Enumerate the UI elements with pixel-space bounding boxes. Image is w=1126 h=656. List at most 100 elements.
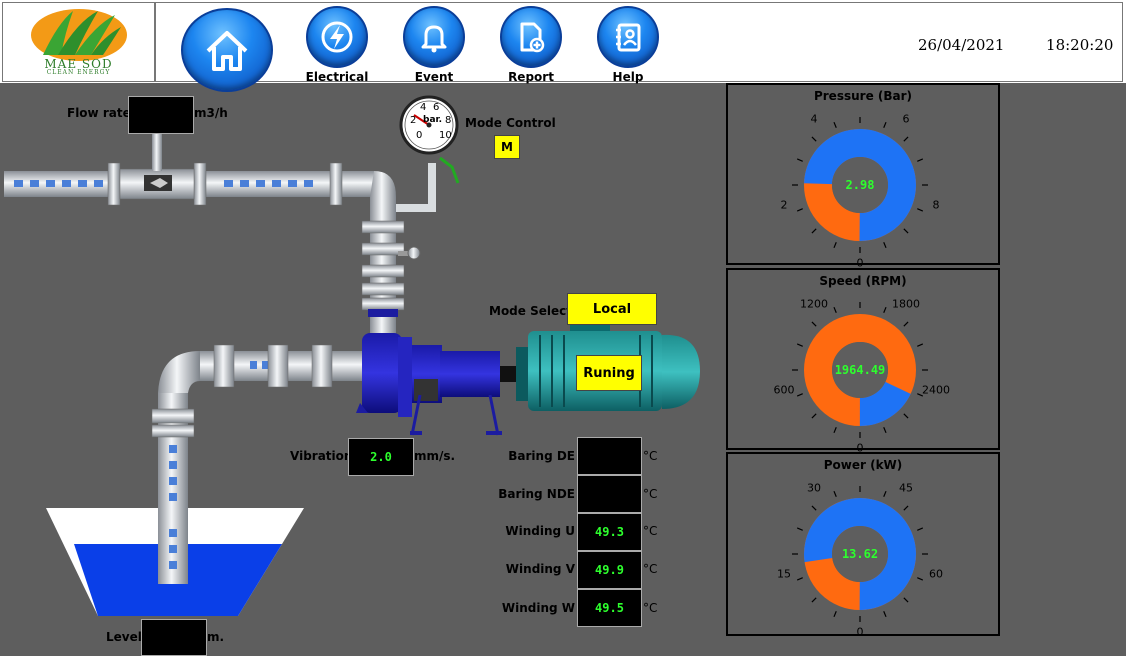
temp-unit-baring-de: °C: [643, 449, 658, 463]
home-button[interactable]: [181, 8, 273, 92]
gauge-tick-mark: [917, 208, 924, 212]
gauge-tick-mark: [833, 242, 837, 249]
mode-control-label: Mode Control: [465, 116, 556, 130]
motor-status-badge: Runing: [576, 355, 642, 391]
temp-unit-winding-v: °C: [643, 562, 658, 576]
gauge-tick-mark: [917, 343, 924, 347]
gauge-tick-mark: [917, 393, 924, 397]
flow-rate-value: [128, 96, 194, 134]
vibration-label: Vibration: [290, 449, 353, 463]
bell-icon: [403, 6, 465, 68]
gauge-tick-mark: [796, 393, 803, 397]
help-book-icon: [597, 6, 659, 68]
gauge-tick-label: 4: [810, 112, 818, 126]
gauge-tick-mark: [917, 527, 924, 531]
time-text: 18:20:20: [1046, 36, 1114, 54]
temp-label-winding-u: Winding U: [505, 524, 575, 538]
water-tank: [46, 508, 304, 616]
report-button[interactable]: Report: [499, 6, 563, 84]
gauge-tick-mark: [833, 306, 837, 313]
temp-value-winding-u: 49.3: [577, 513, 642, 551]
gauge-title: Power (kW): [823, 458, 903, 472]
gauge-tick-mark: [811, 597, 817, 603]
gauge-tick-mark: [796, 527, 803, 531]
header-bar: MAE SOD CLEAN ENERGY Electrical Eve: [0, 0, 1126, 92]
gauge-tick-label: 600: [773, 383, 795, 397]
event-button[interactable]: Event: [402, 6, 466, 84]
electrical-button[interactable]: Electrical: [305, 6, 369, 84]
gauge-tick-label: 6: [902, 112, 910, 126]
gauge-tick-mark: [811, 136, 817, 142]
pressure-gauge-dial: [399, 95, 460, 184]
gauge-tick-label: 2: [780, 198, 788, 212]
gauge-tick-mark: [903, 505, 909, 511]
gauge-tick-label: 60: [929, 567, 943, 581]
mode-select-button[interactable]: Local: [567, 293, 657, 325]
gauge-tick-label: 15: [777, 567, 791, 581]
gauge-tick-mark: [883, 242, 887, 249]
gauge-tick-label: 0: [856, 625, 864, 639]
nav-label-report: Report: [508, 70, 554, 84]
gauge-tick-mark: [903, 136, 909, 142]
pump-body: [356, 309, 522, 436]
gauge-tick-mark: [883, 490, 887, 497]
temp-unit-winding-u: °C: [643, 524, 658, 538]
gauge-tick-mark: [903, 228, 909, 234]
gauge-tick-mark: [833, 427, 837, 434]
temp-label-winding-w: Winding W: [501, 601, 575, 615]
vibration-unit: mm/s.: [414, 449, 456, 463]
gauge-center: [832, 157, 888, 213]
date-text: 26/04/2021: [918, 36, 1005, 54]
gauge-tick-label: 1200: [800, 297, 828, 311]
gauge-tick-mark: [796, 158, 803, 162]
gauge-tick-label: 30: [807, 481, 821, 495]
gauge-tick-mark: [917, 577, 924, 581]
logo-graphic: [31, 9, 127, 61]
lightning-icon: [306, 6, 368, 68]
mode-select-label: Mode Select: [489, 304, 572, 318]
gauge-tick-label: 0: [856, 441, 864, 455]
gauge-tick-label: 45: [899, 481, 913, 495]
gauge-tick-label: 0: [856, 256, 864, 270]
mode-control-button[interactable]: M: [494, 135, 520, 159]
gauge-donut: [792, 486, 928, 622]
gauge-tick-mark: [903, 321, 909, 327]
gauge-title: Speed (RPM): [819, 274, 907, 288]
gauge-tick-mark: [811, 413, 817, 419]
temp-label-winding-v: Winding V: [505, 562, 575, 576]
pressure-gauge-labels: 4 6 2 8 0 10 bar.: [410, 102, 452, 141]
logo-subtext: CLEAN ENERGY: [46, 69, 111, 76]
temp-label-baring-de: Baring DE: [508, 449, 575, 463]
datetime-display: 26/04/2021 18:20:20: [918, 36, 1113, 54]
gauge-value-text: 13.62: [841, 547, 879, 561]
gauge-center: [832, 342, 888, 398]
gauge-tick-mark: [833, 490, 837, 497]
vibration-value: 2.0: [348, 438, 414, 476]
temp-value-baring-de: [577, 437, 642, 475]
help-button[interactable]: Help: [596, 6, 660, 84]
nav-label-help: Help: [612, 70, 644, 84]
temp-label-baring-nde: Baring NDE: [498, 487, 575, 501]
level-label: Level: [106, 630, 142, 644]
gauge-tick-mark: [811, 321, 817, 327]
gauge-tick-mark: [903, 413, 909, 419]
gauge-tick-mark: [833, 121, 837, 128]
nav-label-electrical: Electrical: [305, 70, 369, 84]
temp-value-winding-w: 49.5: [577, 589, 642, 627]
flow-rate-label: Flow rate: [67, 106, 131, 120]
gauge-tick-label: 1800: [892, 297, 920, 311]
process-diagram: [4, 95, 700, 616]
gauge-value-arc: [804, 129, 916, 241]
nav-label-event: Event: [414, 70, 454, 84]
temp-unit-winding-w: °C: [643, 601, 658, 615]
level-value: [141, 619, 207, 656]
gauge-center: [832, 526, 888, 582]
gauge-tick-mark: [811, 228, 817, 234]
gauge-tick-mark: [796, 343, 803, 347]
gauge-tick-mark: [903, 597, 909, 603]
gauge-title: Pressure (Bar): [813, 89, 913, 103]
gauge-donut: [792, 117, 928, 253]
gauge-tick-mark: [883, 611, 887, 618]
